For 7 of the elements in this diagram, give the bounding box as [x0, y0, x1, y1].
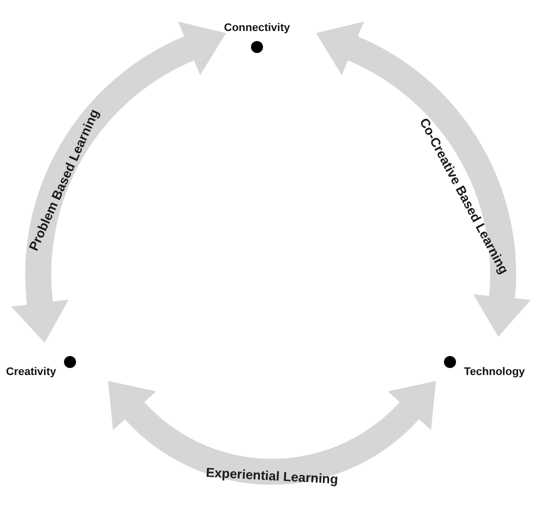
edge-label: Experiential Learning: [205, 464, 339, 489]
node-label: Creativity: [6, 365, 56, 380]
node-label: Technology: [464, 365, 525, 380]
curved-arrow: [106, 382, 438, 484]
curved-arrow: [317, 22, 532, 337]
curved-arrow: [11, 22, 226, 343]
node-label: Connectivity: [224, 21, 290, 36]
